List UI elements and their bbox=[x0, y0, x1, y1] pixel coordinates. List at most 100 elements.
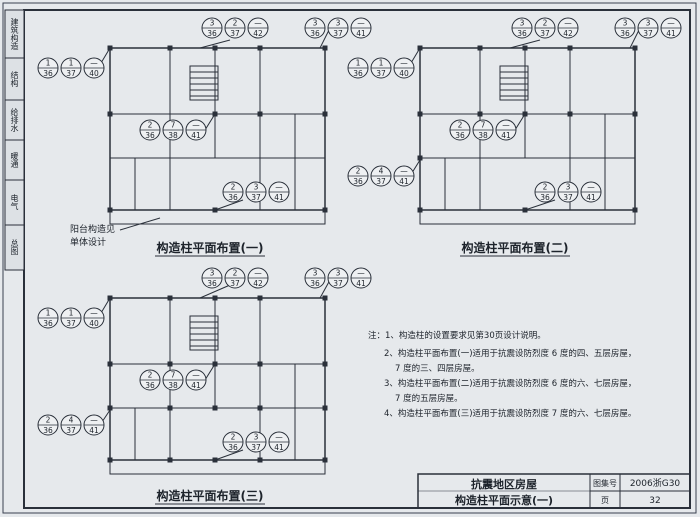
callout-page-number: 41 bbox=[399, 177, 409, 186]
detail-callout: 336 bbox=[201, 17, 223, 39]
plan-title-2: 构造柱平面布置(二) bbox=[462, 240, 569, 255]
callout-page-number: 40 bbox=[89, 69, 99, 78]
side-tab-item[interactable]: 结构 bbox=[10, 70, 19, 88]
detail-callout: —40 bbox=[83, 307, 105, 329]
callout-group: 336 337 —41 bbox=[304, 267, 372, 289]
side-tab-item[interactable]: 总图 bbox=[10, 238, 19, 256]
callout-detail-number: 1 bbox=[69, 309, 74, 318]
callout-layer: 336237—42336337—41136137—40236738—412363… bbox=[37, 17, 682, 453]
floor-plan-3 bbox=[107, 295, 328, 475]
callout-detail-number: — bbox=[587, 183, 595, 192]
callout-page-number: 38 bbox=[168, 381, 178, 390]
callout-page-number: 41 bbox=[356, 279, 366, 288]
callout-page-number: 37 bbox=[540, 29, 550, 38]
callout-page-number: 40 bbox=[399, 69, 409, 78]
detail-callout: 336 bbox=[614, 17, 636, 39]
balcony-note-line2: 单体设计 bbox=[70, 236, 106, 248]
callout-detail-number: — bbox=[564, 19, 572, 28]
callout-detail-number: — bbox=[400, 167, 408, 176]
detail-callout: —41 bbox=[495, 119, 517, 141]
callout-detail-number: 3 bbox=[254, 433, 259, 442]
detail-callout: 738 bbox=[472, 119, 494, 141]
side-tab-item[interactable]: 电气 bbox=[10, 193, 19, 210]
callout-detail-number: — bbox=[357, 269, 365, 278]
callout-page-number: 41 bbox=[274, 193, 284, 202]
detail-callout: 337 bbox=[327, 267, 349, 289]
side-tab-item[interactable]: 暖通 bbox=[10, 152, 19, 169]
callout-page-number: 40 bbox=[89, 319, 99, 328]
callout-detail-number: — bbox=[192, 121, 200, 130]
detail-callout: 236 bbox=[139, 119, 161, 141]
callout-page-number: 41 bbox=[586, 193, 596, 202]
callout-detail-number: — bbox=[254, 269, 262, 278]
callout-detail-number: — bbox=[667, 19, 675, 28]
note-line: 3、构造柱平面布置(二)适用于抗震设防烈度 6 度的六、七层房屋， bbox=[384, 378, 636, 389]
callout-detail-number: 3 bbox=[313, 269, 318, 278]
callout-page-number: 41 bbox=[274, 443, 284, 452]
callout-detail-number: 1 bbox=[69, 59, 74, 68]
side-tab-item[interactable]: 给排水 bbox=[10, 107, 19, 132]
callout-detail-number: 1 bbox=[46, 59, 51, 68]
callout-detail-number: 2 bbox=[231, 183, 236, 192]
notes: 注：1、构造柱的设置要求见第30页设计说明。 2、构造柱平面布置(一)适用于抗震… bbox=[368, 330, 636, 419]
callout-detail-number: 3 bbox=[566, 183, 571, 192]
callout-page-number: 41 bbox=[501, 131, 511, 140]
detail-callout: 337 bbox=[245, 431, 267, 453]
callout-page-number: 36 bbox=[620, 29, 630, 38]
callout-page-number: 36 bbox=[310, 279, 320, 288]
callout-page-number: 37 bbox=[230, 279, 240, 288]
callout-detail-number: 3 bbox=[210, 269, 215, 278]
callout-page-number: 42 bbox=[563, 29, 573, 38]
detail-callout: —41 bbox=[350, 17, 372, 39]
callout-page-number: 36 bbox=[540, 193, 550, 202]
detail-callout: 337 bbox=[245, 181, 267, 203]
callout-page-number: 41 bbox=[666, 29, 676, 38]
title-block-title-2: 构造柱平面示意(一) bbox=[455, 493, 553, 507]
callout-detail-number: 7 bbox=[171, 121, 176, 130]
callout-page-number: 36 bbox=[43, 69, 53, 78]
callout-detail-number: 2 bbox=[233, 19, 238, 28]
detail-callout: 236 bbox=[534, 181, 556, 203]
callout-detail-number: 1 bbox=[46, 309, 51, 318]
detail-callout: —42 bbox=[247, 17, 269, 39]
detail-callout: 137 bbox=[370, 57, 392, 79]
callout-page-number: 41 bbox=[191, 381, 201, 390]
plan-title-1: 构造柱平面布置(一) bbox=[157, 240, 264, 255]
callout-detail-number: 3 bbox=[254, 183, 259, 192]
detail-callout: 337 bbox=[327, 17, 349, 39]
detail-callout: 437 bbox=[60, 414, 82, 436]
callout-detail-number: — bbox=[275, 183, 283, 192]
callout-detail-number: — bbox=[90, 59, 98, 68]
callout-page-number: 36 bbox=[207, 29, 217, 38]
detail-callout: —41 bbox=[393, 165, 415, 187]
callout-detail-number: — bbox=[275, 433, 283, 442]
callout-detail-number: 2 bbox=[458, 121, 463, 130]
callout-page-number: 37 bbox=[230, 29, 240, 38]
detail-callout: 136 bbox=[37, 57, 59, 79]
note-line: 4、构造柱平面布置(三)适用于抗震设防烈度 7 度的六、七层房屋。 bbox=[384, 408, 636, 419]
callout-page-number: 36 bbox=[145, 131, 155, 140]
callout-detail-number: — bbox=[357, 19, 365, 28]
detail-callout: 336 bbox=[201, 267, 223, 289]
detail-callout: 236 bbox=[222, 431, 244, 453]
callout-detail-number: 3 bbox=[520, 19, 525, 28]
detail-callout: 236 bbox=[222, 181, 244, 203]
side-tab-item[interactable]: 建筑构造 bbox=[10, 17, 19, 51]
callout-page-number: 37 bbox=[376, 177, 386, 186]
detail-callout: 738 bbox=[162, 369, 184, 391]
callout-page-number: 36 bbox=[353, 177, 363, 186]
callout-detail-number: 3 bbox=[336, 19, 341, 28]
detail-callout: 738 bbox=[162, 119, 184, 141]
callout-page-number: 36 bbox=[43, 319, 53, 328]
detail-callout: —41 bbox=[185, 369, 207, 391]
title-block bbox=[417, 473, 691, 509]
